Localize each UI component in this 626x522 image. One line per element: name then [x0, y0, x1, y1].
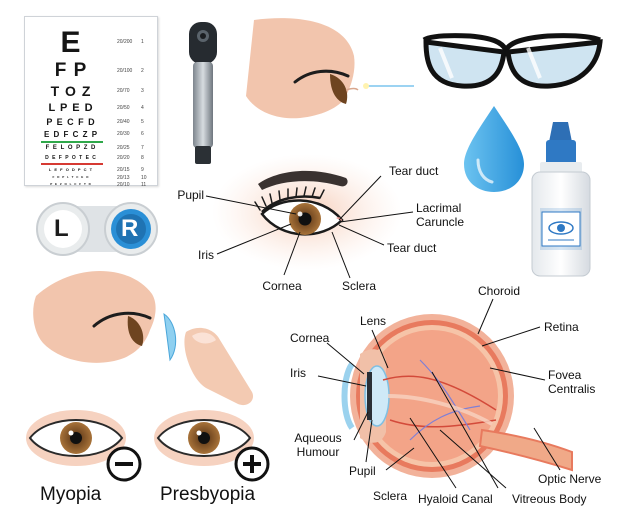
eye-chart-row: F E L O P Z D [45, 145, 97, 151]
label-fovea-centralis: Fovea Centralis [548, 368, 596, 396]
label-tear-duct-top: Tear duct [389, 164, 439, 178]
eye-chart-row-number: 2 [141, 67, 144, 74]
label-sclera-section: Sclera [373, 489, 408, 503]
label-aqueous-humour: Aqueous Humour [294, 431, 342, 459]
cross-section-leader-lines [317, 298, 561, 489]
eye-chart-row: F P [54, 60, 88, 81]
eye-chart-row-number: 10 [141, 175, 147, 181]
eye-chart-acuity: 20/15 [117, 167, 130, 173]
eye-chart-green-line [41, 141, 103, 143]
eye-chart-acuity: 20/30 [117, 131, 130, 137]
eye-chart-acuity: 20/25 [117, 145, 130, 151]
eye-chart-row: D E F P O T E C [45, 155, 97, 161]
contact-lens-case [36, 202, 158, 256]
label-retina: Retina [544, 320, 579, 334]
eye-chart-row: P E C F D [46, 117, 96, 127]
eye-chart-row-number: 1 [141, 39, 144, 45]
eye-chart-acuity: 20/100 [117, 67, 133, 74]
eye-chart-row-number: 9 [141, 167, 144, 173]
front-eye-leader-lines [205, 175, 414, 279]
eye-chart-acuity: 20/70 [117, 88, 130, 94]
eye-drop-bottle [531, 122, 591, 277]
eye-chart-row-number: 7 [141, 145, 144, 151]
label-optic-nerve: Optic Nerve [538, 472, 602, 486]
eye-profile-contact-lens [33, 271, 254, 406]
label-cornea-section: Cornea [290, 331, 330, 345]
eye-chart-row: P E Z O L C F T D [50, 182, 92, 186]
eye-chart-acuity: 20/200 [117, 39, 133, 45]
eye-chart-acuity: 20/10 [117, 182, 130, 188]
contact-case-left-letter: L [54, 215, 69, 242]
eye-chart-row: E D F C Z P [43, 130, 99, 139]
eye-chart-row-number: 11 [141, 182, 147, 188]
eye-chart-row: T O Z [50, 83, 92, 99]
eye-chart-row: L P E D [48, 102, 94, 114]
eye-chart-acuity: 20/20 [117, 155, 130, 161]
water-drop-icon [464, 106, 524, 192]
eye-chart-row: F D P L T C E O [52, 175, 90, 179]
label-presbyopia: Presbyopia [160, 484, 256, 505]
label-pupil-section: Pupil [349, 464, 376, 478]
label-choroid: Choroid [478, 284, 521, 298]
eye-chart-row: L E F O D P C T [48, 167, 94, 172]
eye-chart-red-line [41, 163, 103, 165]
front-view-eye [212, 154, 402, 270]
label-myopia: Myopia [40, 484, 102, 505]
eye-chart-acuity: 20/40 [117, 118, 130, 125]
eye-chart-row: E [60, 26, 82, 59]
label-iris-front: Iris [198, 248, 214, 262]
eye-chart-row-number: 6 [141, 131, 144, 137]
eye-chart-row-number: 3 [141, 88, 144, 94]
label-pupil-front: Pupil [177, 188, 204, 202]
eye-profile-top [246, 18, 414, 119]
eye-chart-acuity: 20/13 [117, 175, 130, 181]
label-iris-section: Iris [290, 366, 306, 380]
eye-chart-row-number: 4 [141, 104, 144, 111]
label-tear-duct-bottom: Tear duct [387, 241, 437, 255]
label-lacrimal-caruncle: Lacrimal Caruncle [416, 201, 465, 229]
ophthalmoscope [189, 22, 217, 164]
label-cornea-front: Cornea [262, 279, 302, 293]
label-lens: Lens [360, 314, 387, 328]
minus-icon [115, 462, 133, 466]
contact-case-right-letter: R [121, 215, 139, 242]
eye-chart-acuity: 20/50 [117, 104, 130, 111]
eye-chart-row-number: 8 [141, 155, 144, 161]
snellen-eye-chart: E 20/200 1 F P 20/100 2 T O Z 20/70 3 L P E D 20/5… [24, 16, 158, 188]
myopia-eye [26, 410, 142, 482]
eye-chart-row-number: 5 [141, 118, 144, 125]
presbyopia-eye [154, 410, 270, 482]
label-sclera-front: Sclera [341, 279, 376, 293]
label-hyaloid-canal: Hyaloid Canal [418, 492, 493, 506]
label-vitreous-body: Vitreous Body [512, 492, 587, 506]
eye-cross-section [341, 314, 573, 478]
eyeglasses [422, 33, 603, 89]
